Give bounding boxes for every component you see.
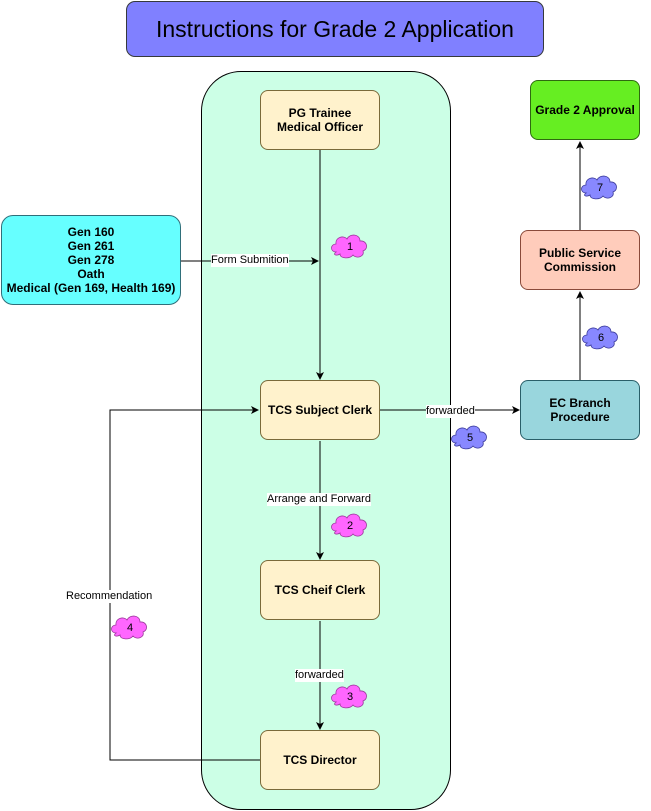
edge-label-arrange-forward: Arrange and Forward xyxy=(267,493,371,506)
step-badge-7: 7 xyxy=(581,175,617,200)
step-label-3: 3 xyxy=(347,691,353,703)
tcs-swimlane xyxy=(201,71,451,810)
node-ec-branch: EC Branch Procedure xyxy=(520,380,640,440)
diagram-title: Instructions for Grade 2 Application xyxy=(126,1,544,57)
step-label-7: 7 xyxy=(597,182,603,194)
step-badge-6: 6 xyxy=(582,325,618,350)
step-label-1: 1 xyxy=(347,241,353,253)
edge-label-forwarded-chief: forwarded xyxy=(295,669,344,682)
edge-label-forwarded-ec: forwarded xyxy=(426,405,475,418)
step-badge-5: 5 xyxy=(451,425,487,450)
step-label-4: 4 xyxy=(127,622,133,634)
node-pg-trainee: PG Trainee Medical Officer xyxy=(260,90,380,150)
step-badge-2: 2 xyxy=(331,513,367,538)
node-tcs-chief-clerk: TCS Cheif Clerk xyxy=(260,560,380,620)
edge-label-form-submission: Form Submition xyxy=(211,254,289,267)
node-required-forms: Gen 160 Gen 261 Gen 278 Oath Medical (Ge… xyxy=(1,215,181,305)
step-label-2: 2 xyxy=(347,520,353,532)
node-tcs-director: TCS Director xyxy=(260,730,380,790)
edge-director-recommendation xyxy=(109,406,260,761)
step-badge-4: 4 xyxy=(111,615,147,640)
step-label-6: 6 xyxy=(598,332,604,344)
edge-label-recommendation: Recommendation xyxy=(66,590,153,603)
step-label-5: 5 xyxy=(467,432,473,444)
step-badge-1: 1 xyxy=(331,234,367,259)
node-tcs-subject-clerk: TCS Subject Clerk xyxy=(260,380,380,440)
step-badge-3: 3 xyxy=(331,684,367,709)
node-public-service-commission: Public Service Commission xyxy=(520,230,640,290)
node-grade2-approval: Grade 2 Approval xyxy=(530,80,640,140)
